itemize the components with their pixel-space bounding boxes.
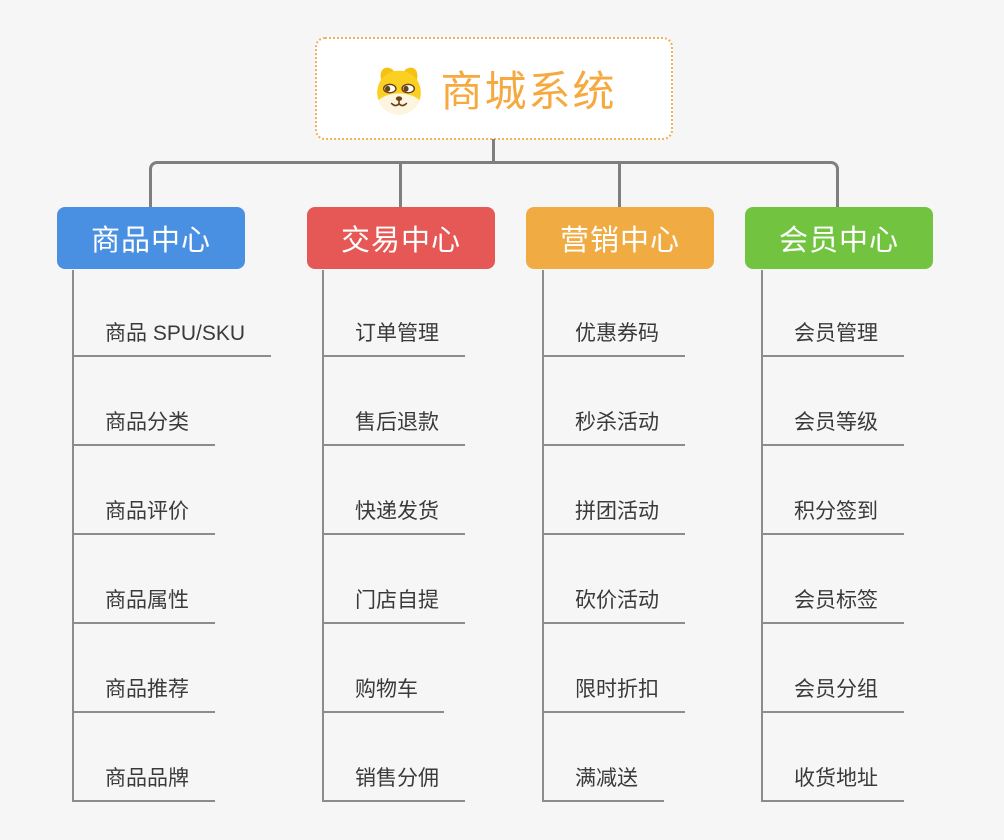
leaf-node[interactable]: 商品品牌 [72,764,215,802]
leaf-node[interactable]: 商品推荐 [72,675,215,713]
connector-spine-trade [322,270,324,801]
dog-face-icon [377,67,422,114]
leaf-node[interactable]: 销售分佣 [322,764,465,802]
leaf-node[interactable]: 会员标签 [761,586,904,624]
leaf-node[interactable]: 商品分类 [72,408,215,446]
leaf-node[interactable]: 快递发货 [322,497,465,535]
branch-label: 会员中心 [778,225,899,257]
leaf-node[interactable]: 订单管理 [322,319,465,357]
leaf-node[interactable]: 收货地址 [761,764,904,802]
root-node-mall-system[interactable]: 商城系统 [315,37,673,140]
leaf-node[interactable]: 会员等级 [761,408,904,446]
leaf-node[interactable]: 积分签到 [761,497,904,535]
branch-node-marketing-center[interactable]: 营销中心 [526,207,714,269]
branch-node-trade-center[interactable]: 交易中心 [307,207,495,269]
leaf-node[interactable]: 限时折扣 [542,675,685,713]
branch-label: 营销中心 [559,225,680,257]
leaf-node[interactable]: 购物车 [322,675,444,713]
leaf-node[interactable]: 商品评价 [72,497,215,535]
leaf-node[interactable]: 门店自提 [322,586,465,624]
leaf-node[interactable]: 商品 SPU/SKU [72,319,272,357]
leaf-node[interactable]: 砍价活动 [542,586,685,624]
leaf-node[interactable]: 会员管理 [761,319,904,357]
connector-spine-marketing [542,270,544,801]
connector-bracket [149,161,839,207]
leaf-node[interactable]: 秒杀活动 [542,408,685,446]
branch-node-product-center[interactable]: 商品中心 [57,207,245,269]
connector-spine-member [761,270,763,801]
leaf-node[interactable]: 满减送 [542,764,664,802]
connector-root-stub [492,139,495,164]
leaf-node[interactable]: 优惠券码 [542,319,685,357]
connector-stub-marketing [618,161,621,207]
leaf-node[interactable]: 售后退款 [322,408,465,446]
connector-spine-product [72,270,74,801]
branch-label: 商品中心 [90,225,211,257]
leaf-node[interactable]: 拼团活动 [542,497,685,535]
leaf-node[interactable]: 商品属性 [72,586,215,624]
branch-label: 交易中心 [340,225,461,257]
leaf-node[interactable]: 会员分组 [761,675,904,713]
branch-node-member-center[interactable]: 会员中心 [745,207,933,269]
root-title: 商城系统 [440,68,617,115]
connector-stub-trade [399,161,402,207]
